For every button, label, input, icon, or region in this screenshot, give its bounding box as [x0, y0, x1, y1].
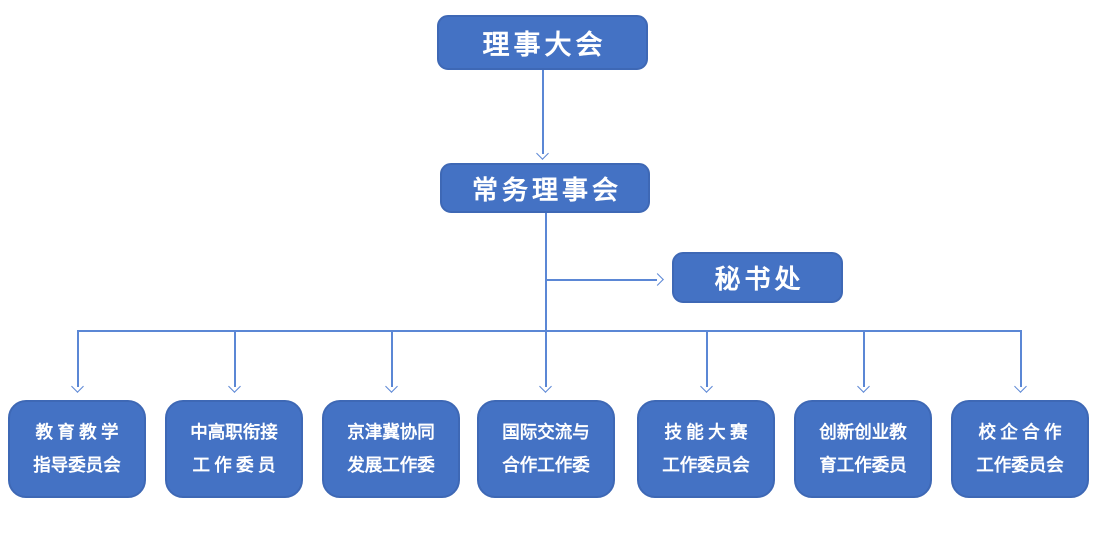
- connector-standing-to-committees: [545, 213, 547, 387]
- committee-label-line1: 技 能 大 赛: [664, 422, 748, 443]
- committee-label-line1: 校 企 合 作: [978, 422, 1062, 443]
- node-committee-jingjinji-development[interactable]: 京津冀协同 发展工作委: [322, 400, 460, 498]
- committee-label-line2: 育工作委员: [819, 454, 907, 475]
- arrowhead-down-icon: [228, 380, 241, 393]
- node-committee-education-teaching[interactable]: 教 育 教 学 指导委员会: [8, 400, 146, 498]
- committee-label-line2: 工 作 委 员: [192, 454, 276, 475]
- committee-label-line2: 指导委员会: [33, 454, 121, 475]
- connector-bus-to-committee-3: [391, 330, 393, 387]
- connector-bus-to-committee-7: [1020, 330, 1022, 387]
- node-board-assembly[interactable]: 理事大会: [437, 15, 648, 70]
- connector-top-to-standing: [542, 70, 544, 154]
- node-secretariat-label: 秘书处: [714, 265, 805, 294]
- connector-bus-to-committee-1: [77, 330, 79, 387]
- node-committee-international-exchange[interactable]: 国际交流与 合作工作委: [477, 400, 615, 498]
- committee-label-line2: 工作委员会: [662, 454, 750, 475]
- committee-label-line2: 合作工作委: [502, 454, 590, 475]
- node-standing-council-label: 常务理事会: [471, 175, 622, 205]
- committee-label-line1: 创新创业教: [819, 422, 907, 443]
- connector-bus-to-committee-5: [706, 330, 708, 387]
- node-secretariat[interactable]: 秘书处: [672, 252, 843, 303]
- arrowhead-down-icon: [700, 380, 713, 393]
- committee-bus-line: [77, 330, 1020, 332]
- node-standing-council[interactable]: 常务理事会: [440, 163, 650, 213]
- node-committee-school-enterprise[interactable]: 校 企 合 作 工作委员会: [951, 400, 1089, 498]
- committee-label-line1: 教 育 教 学: [35, 422, 119, 443]
- arrowhead-down-icon: [385, 380, 398, 393]
- arrowhead-down-icon: [539, 380, 552, 393]
- node-board-assembly-label: 理事大会: [482, 30, 607, 60]
- arrowhead-down-icon: [857, 380, 870, 393]
- arrowhead-down-icon: [1014, 380, 1027, 393]
- connector-bus-to-committee-6: [863, 330, 865, 387]
- committee-label-line2: 发展工作委: [347, 454, 435, 475]
- committee-label-line1: 京津冀协同: [347, 422, 435, 443]
- committee-label-line1: 国际交流与: [502, 422, 590, 443]
- connector-bus-to-committee-2: [234, 330, 236, 387]
- committee-label-line1: 中高职衔接: [190, 422, 278, 443]
- committee-label-line2: 工作委员会: [976, 454, 1064, 475]
- arrowhead-right-icon: [651, 273, 664, 286]
- arrowhead-down-icon: [536, 147, 549, 160]
- node-committee-innovation-entrepreneurship[interactable]: 创新创业教 育工作委员: [794, 400, 932, 498]
- connector-standing-to-secretariat: [545, 279, 657, 281]
- arrowhead-down-icon: [71, 380, 84, 393]
- node-committee-vocational-linkage[interactable]: 中高职衔接 工 作 委 员: [165, 400, 303, 498]
- node-committee-skills-competition[interactable]: 技 能 大 赛 工作委员会: [637, 400, 775, 498]
